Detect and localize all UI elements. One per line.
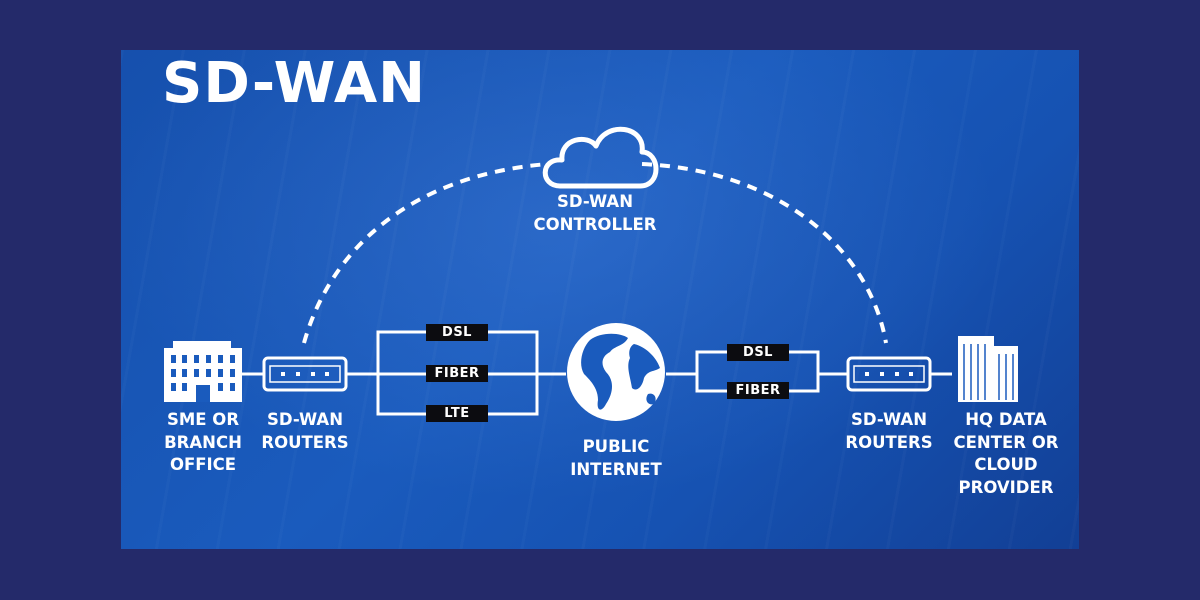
skyscraper-icon: [958, 336, 1018, 402]
router-icon-right: [846, 356, 932, 392]
link-tag-lte: LTE: [426, 405, 488, 422]
link-tag-dsl-right: DSL: [727, 344, 789, 361]
building-icon: [164, 341, 242, 402]
hq-label: HQ DATA CENTER OR CLOUD PROVIDER: [953, 410, 1059, 497]
right-control-path: [641, 162, 888, 344]
page-title: SD-WAN: [162, 51, 427, 116]
cloud-icon: [542, 126, 659, 189]
internet-label: PUBLIC INTERNET: [570, 437, 662, 479]
diagram-panel: [121, 50, 1079, 549]
globe-icon: [567, 323, 665, 421]
link-tag-fiber-right: FIBER: [727, 382, 789, 399]
left-routers-label: SD-WAN ROUTERS: [261, 410, 349, 452]
controller-label: SD-WAN CONTROLLER: [533, 192, 657, 234]
router-icon-left: [262, 356, 348, 392]
branch-office-label: SME OR BRANCH OFFICE: [164, 410, 242, 474]
link-tag-fiber: FIBER: [426, 365, 488, 382]
link-tag-dsl: DSL: [426, 324, 488, 341]
right-routers-label: SD-WAN ROUTERS: [845, 410, 933, 452]
left-control-path: [302, 162, 549, 344]
